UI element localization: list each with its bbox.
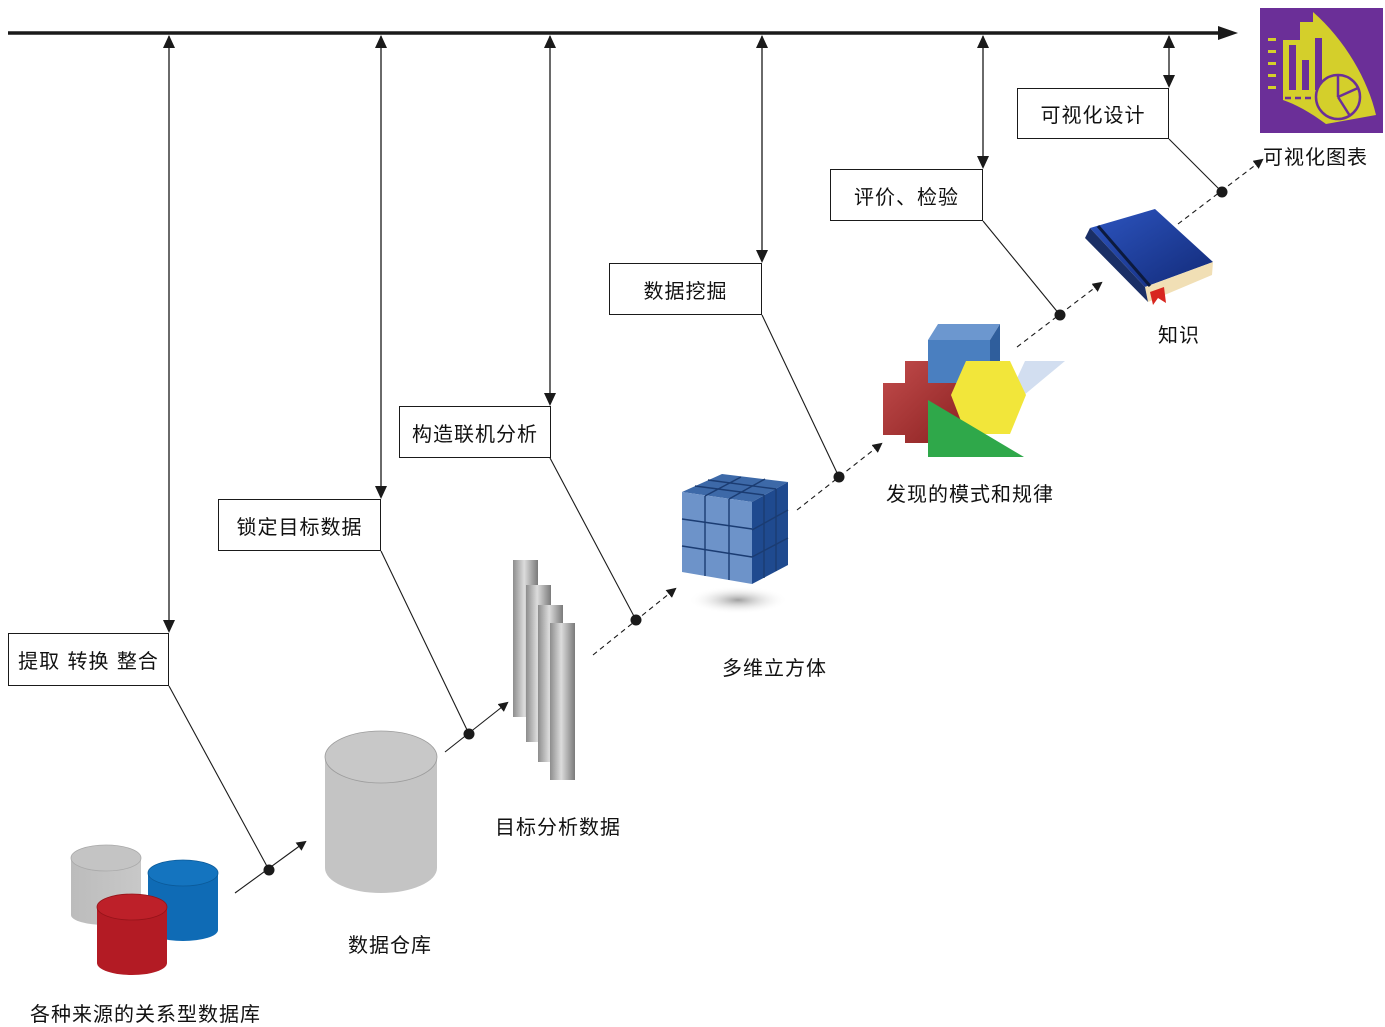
- arrow-up-icon: [977, 35, 989, 48]
- database-cylinders-icon: [70, 844, 219, 975]
- flow-arrow-knowledge-to-charts: [1177, 158, 1264, 225]
- label-visual-charts: 可视化图表: [1263, 145, 1368, 169]
- arrow-down-icon: [544, 393, 556, 406]
- flow-dot: [1054, 309, 1066, 321]
- step-build-olap: 构造联机分析: [399, 406, 551, 458]
- arrow-up-icon: [544, 35, 556, 48]
- flow-dot: [833, 471, 845, 483]
- olap-cube-icon: [681, 474, 789, 614]
- flow-arrow-patterns-to-knowledge: [1016, 281, 1103, 348]
- step-leader-lines: [168, 138, 1223, 871]
- leader-line-lock: [380, 550, 470, 735]
- flow-arrow-sources-to-warehouse: [234, 840, 307, 894]
- timeline-connector-lock: [375, 35, 387, 499]
- step-evaluate-verify: 评价、检验: [830, 169, 983, 221]
- leader-line-extract: [168, 685, 270, 871]
- flow-dot: [630, 614, 642, 626]
- visual-chart-icon: [1260, 8, 1383, 133]
- leader-line-evaluate: [982, 220, 1061, 316]
- label-multidimensional-cube: 多维立方体: [722, 656, 827, 680]
- leader-line-mining: [761, 314, 840, 478]
- label-data-warehouse: 数据仓库: [348, 933, 432, 957]
- label-discovered-patterns: 发现的模式和规律: [886, 482, 1054, 506]
- arrow-down-icon: [756, 250, 768, 263]
- arrow-down-icon: [977, 156, 989, 169]
- leader-line-visual-design: [1168, 138, 1223, 193]
- label-target-analysis-data: 目标分析数据: [495, 815, 621, 839]
- timeline-connector-visual-design: [1163, 35, 1175, 88]
- leader-line-olap: [549, 457, 637, 621]
- label-relational-databases: 各种来源的关系型数据库: [30, 1002, 261, 1026]
- flow-arrow-cube-to-patterns: [796, 442, 883, 511]
- flow-dot: [263, 864, 275, 876]
- flow-arrows: [234, 158, 1264, 894]
- timeline-connector-olap: [544, 35, 556, 406]
- timeline-arrow: [8, 26, 1238, 40]
- arrow-down-icon: [375, 486, 387, 499]
- timeline-connector-extract: [163, 35, 175, 633]
- data-slabs-icon: [513, 560, 575, 780]
- step-extract-transform-integrate: 提取 转换 整合: [8, 633, 169, 686]
- flow-dot: [463, 728, 475, 740]
- arrow-up-icon: [756, 35, 768, 48]
- arrow-down-icon: [1163, 75, 1175, 88]
- shapes-pattern-icon: [883, 324, 1065, 457]
- arrow-down-icon: [163, 620, 175, 633]
- step-data-mining: 数据挖掘: [609, 263, 762, 315]
- flow-dot: [1216, 186, 1228, 198]
- timeline-connector-mining: [756, 35, 768, 263]
- arrow-up-icon: [1163, 35, 1175, 48]
- arrow-up-icon: [163, 35, 175, 48]
- arrow-up-icon: [375, 35, 387, 48]
- label-knowledge: 知识: [1158, 323, 1200, 347]
- book-icon: [1085, 209, 1213, 305]
- step-lock-target-data: 锁定目标数据: [218, 499, 381, 551]
- data-warehouse-cylinder-icon: [324, 730, 438, 893]
- flow-arrow-warehouse-to-target: [444, 701, 509, 753]
- timeline-connector-evaluate: [977, 35, 989, 169]
- timeline-connectors: [163, 35, 1175, 633]
- flow-arrow-target-to-cube: [592, 587, 677, 656]
- step-visual-design: 可视化设计: [1017, 88, 1169, 139]
